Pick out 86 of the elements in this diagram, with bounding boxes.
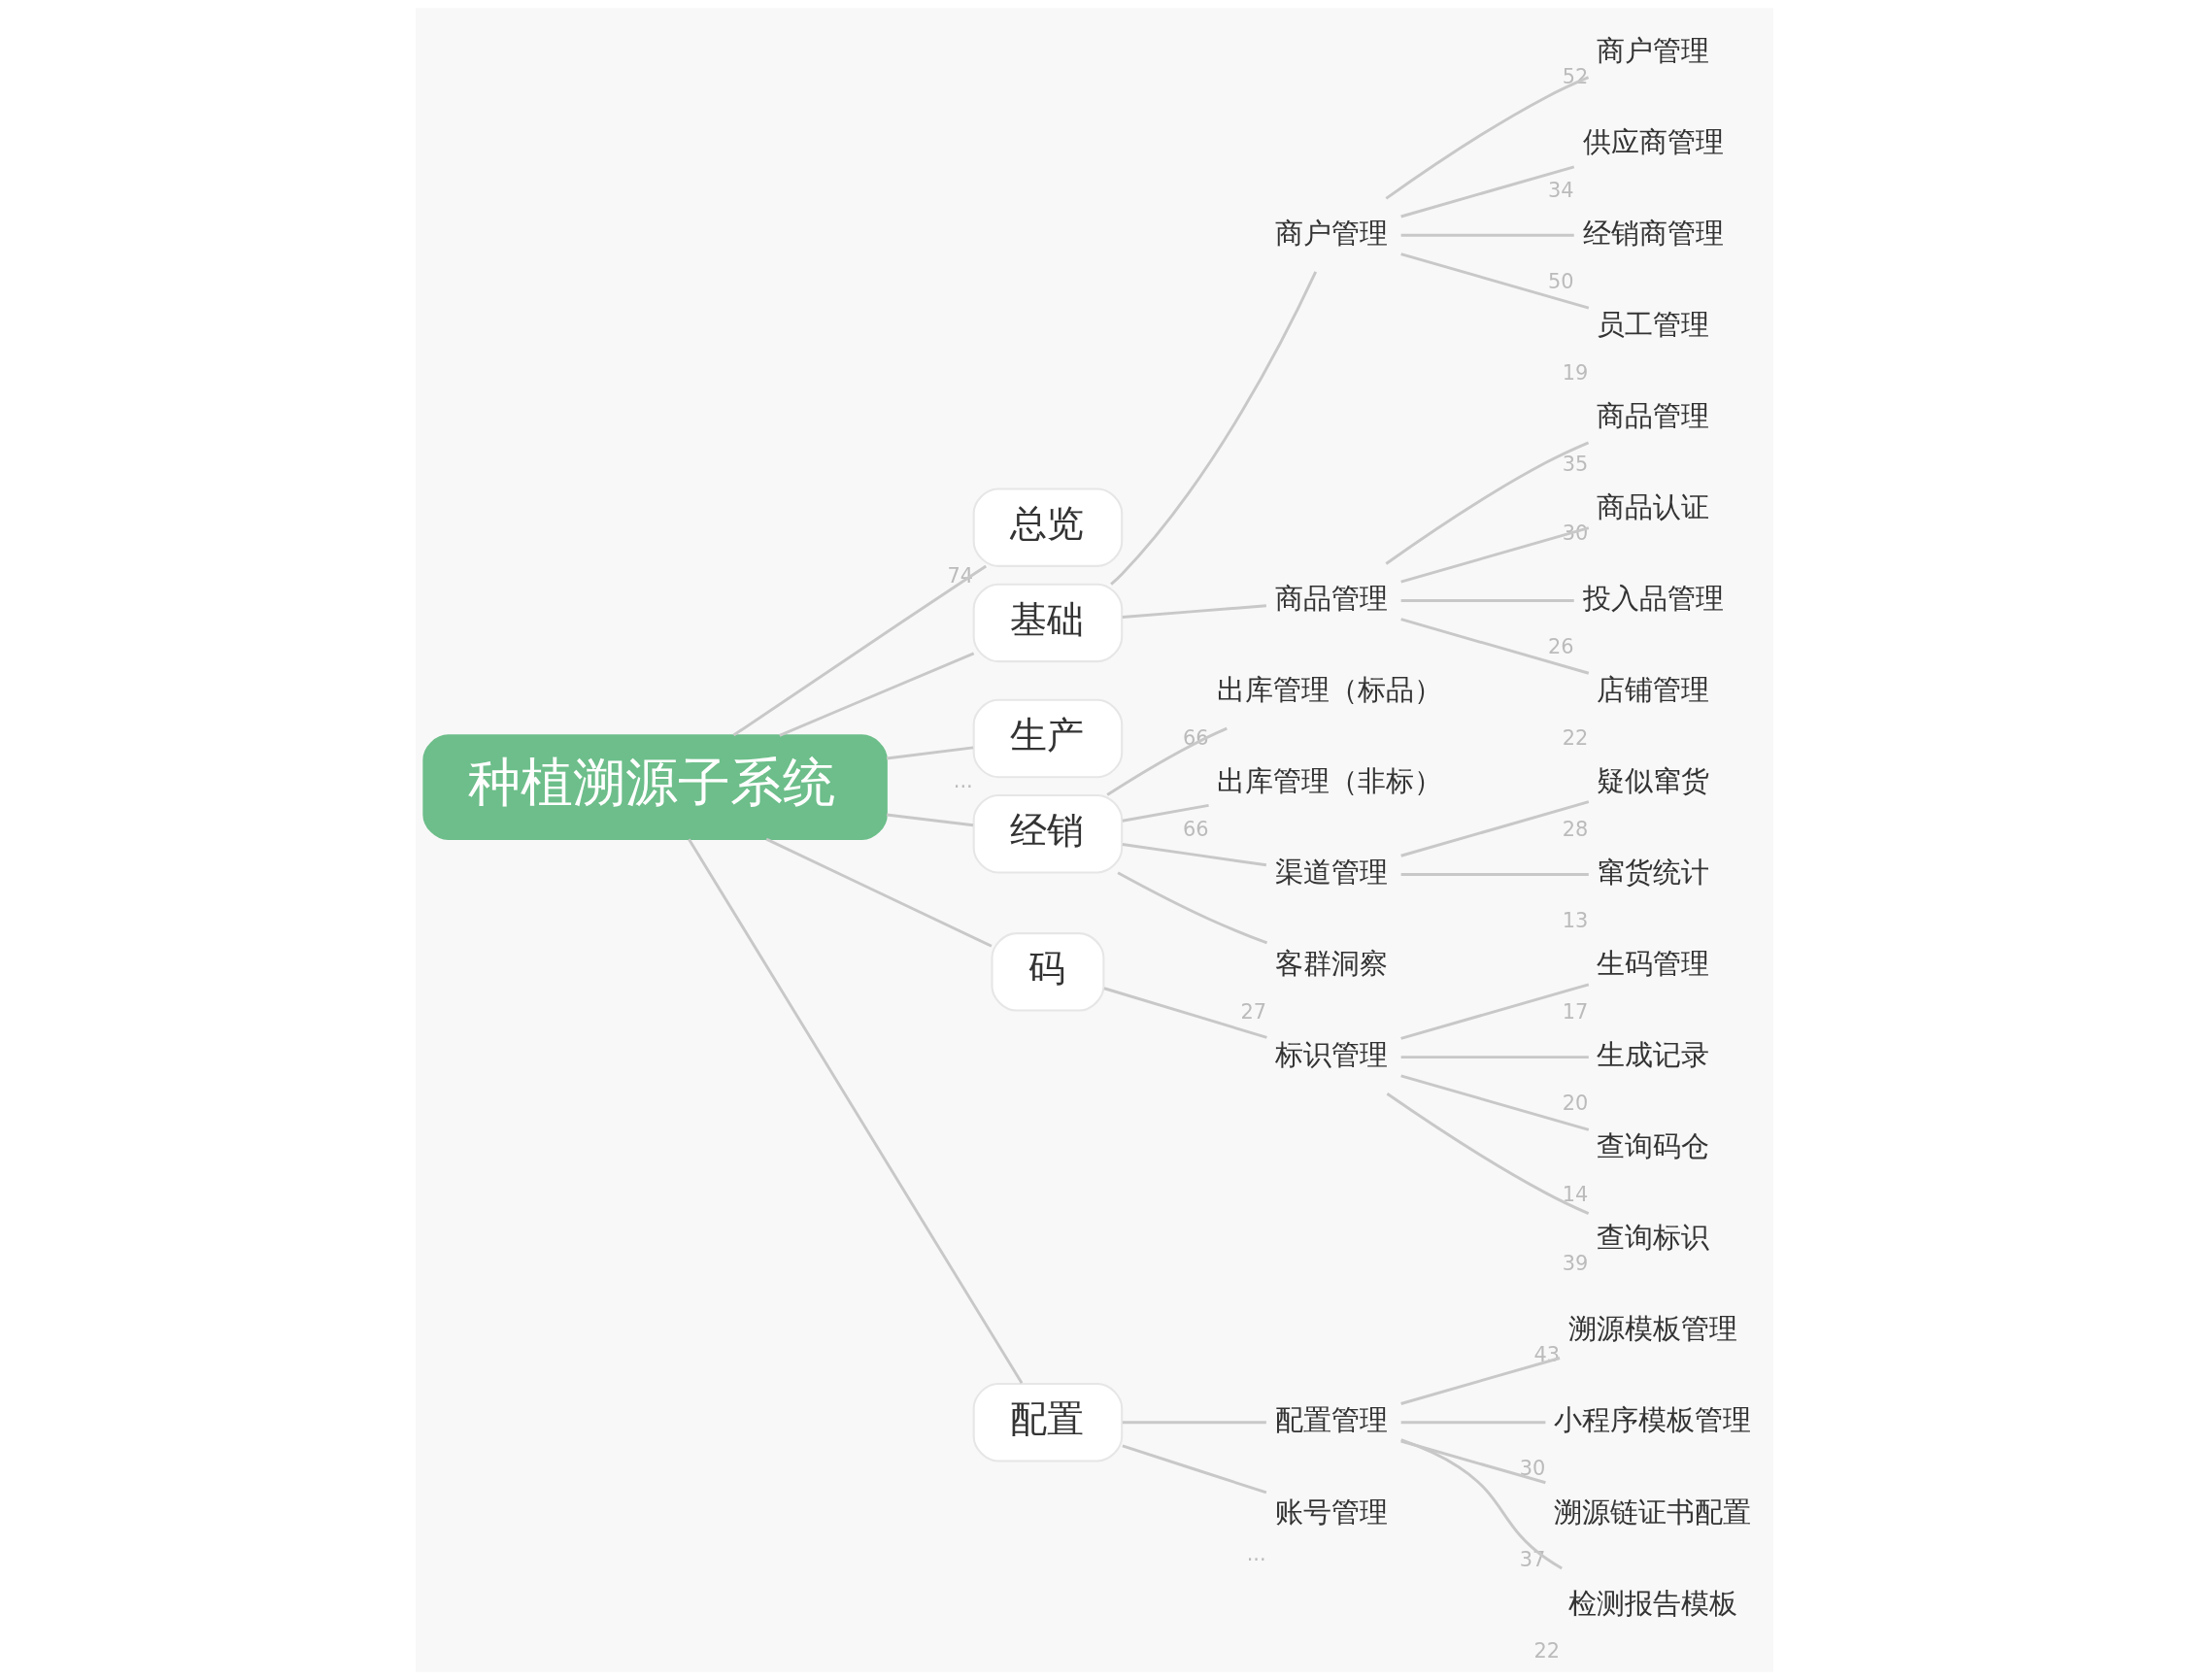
connector: [1400, 873, 1589, 876]
node-label: 66: [1182, 725, 1209, 750]
node-text: 出库管理（非标）: [1217, 764, 1443, 798]
connector: [1400, 165, 1575, 218]
node-label: 22: [1562, 725, 1589, 750]
node-text: 经销商管理: [1582, 217, 1724, 251]
node-text: 疑似窜货: [1597, 764, 1710, 798]
connector: [1400, 1421, 1546, 1425]
node-text: 标识管理: [1274, 1038, 1388, 1072]
connector: [1385, 76, 1590, 200]
node-label: 28: [1562, 817, 1589, 841]
connector: [1400, 983, 1590, 1040]
node-text: 溯源模板管理: [1567, 1312, 1737, 1346]
connector: [732, 564, 988, 737]
node-label: 66: [1182, 817, 1209, 841]
connector: [1400, 233, 1574, 237]
node-box: 种植溯源子系统: [422, 734, 888, 840]
node-text: 生成记录: [1597, 1038, 1710, 1072]
connector: [1386, 1092, 1590, 1216]
node-text: 渠道管理: [1274, 856, 1388, 890]
connector: [1400, 526, 1590, 584]
connector: [1106, 726, 1228, 796]
connector: [886, 813, 974, 827]
node-text: 小程序模板管理: [1554, 1403, 1752, 1437]
node-text: 溯源链证书配置: [1554, 1495, 1752, 1529]
node-label: 35: [1562, 452, 1589, 476]
connector: [1122, 803, 1209, 823]
node-text: 客群洞察: [1274, 947, 1388, 981]
node-text: 生码管理: [1597, 947, 1710, 981]
node-label: 34: [1548, 178, 1574, 202]
node-text: 商户管理: [1597, 33, 1710, 67]
node-box: 基础: [972, 583, 1124, 663]
node-text: 供应商管理: [1582, 124, 1724, 158]
connector: [1122, 1421, 1266, 1425]
connector: [886, 746, 974, 760]
node-box: 配置: [972, 1383, 1124, 1462]
node-text: 出库管理（标品）: [1217, 673, 1443, 707]
node-text: 账号管理: [1274, 1495, 1388, 1529]
node-text: 查询标识: [1597, 1221, 1710, 1255]
node-box: 生产: [972, 698, 1124, 779]
node-label: ···: [953, 774, 973, 798]
connector: [1400, 598, 1574, 602]
connector: [1400, 1056, 1589, 1059]
node-text: 检测报告模板: [1567, 1586, 1737, 1620]
node-text: 投入品管理: [1582, 582, 1724, 616]
connector: [1400, 252, 1590, 310]
connector: [1122, 1444, 1267, 1495]
connector: [1103, 987, 1267, 1039]
node-label: 14: [1562, 1182, 1589, 1206]
node-box: 码: [991, 932, 1105, 1012]
connector: [779, 652, 975, 737]
node-text: 商品管理: [1274, 582, 1388, 616]
node-label: 19: [1562, 360, 1589, 385]
node-text: 配置管理: [1274, 1403, 1388, 1437]
node-label: 20: [1562, 1091, 1589, 1115]
node-label: 30: [1519, 1457, 1546, 1481]
connector: [1117, 871, 1268, 945]
node-label: 17: [1562, 999, 1589, 1024]
node-text: 店铺管理: [1597, 673, 1710, 707]
node-label: 27: [1240, 999, 1267, 1024]
node-text: 商品认证: [1597, 490, 1710, 524]
connector: [1110, 271, 1318, 586]
node-label: 26: [1548, 634, 1574, 658]
connector: [1400, 1439, 1546, 1485]
connector: [1400, 1074, 1590, 1131]
connector: [1400, 1357, 1561, 1405]
node-label: 39: [1562, 1252, 1589, 1276]
connector: [1122, 843, 1267, 867]
connector: [1385, 441, 1590, 565]
node-text: 商品管理: [1597, 399, 1710, 433]
connector: [1400, 618, 1590, 675]
node-box: 经销: [972, 794, 1124, 874]
node-text: 员工管理: [1597, 308, 1710, 342]
connector: [1122, 604, 1266, 619]
node-label: ···: [1246, 1548, 1266, 1572]
node-text: 窜货统计: [1597, 856, 1710, 890]
connector: [1400, 800, 1590, 857]
node-label: 13: [1562, 908, 1589, 932]
node-label: 50: [1548, 269, 1574, 293]
connector: [765, 837, 993, 948]
node-text: 商户管理: [1274, 217, 1388, 251]
node-label: 22: [1533, 1639, 1560, 1663]
connector: [688, 838, 1024, 1385]
connector: [1400, 1438, 1563, 1570]
node-box: 总览: [972, 487, 1124, 567]
node-text: 查询码仓: [1597, 1129, 1710, 1163]
